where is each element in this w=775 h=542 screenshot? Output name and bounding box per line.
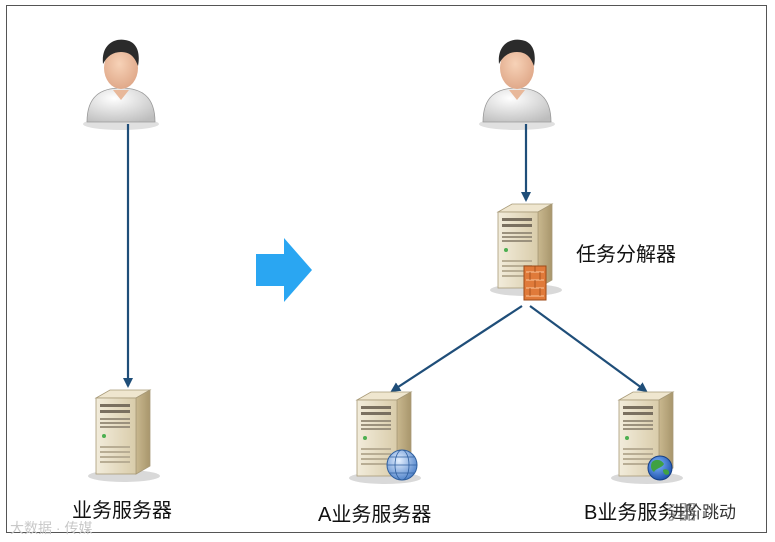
- user-icon-right: [478, 39, 556, 131]
- server-icon-left: [87, 389, 161, 483]
- arrow-decomposer-to-b: [529, 305, 648, 393]
- globe-icon-b: [647, 455, 673, 481]
- globe-icon-a: [386, 449, 418, 481]
- firewall-icon: [523, 265, 547, 301]
- transition-arrow: [256, 238, 312, 302]
- decomposer-label: 任务分解器: [576, 244, 676, 266]
- watermark-right: 进阶跳动: [668, 498, 736, 523]
- user-icon-left: [82, 39, 160, 131]
- server-a-label: A业务服务器: [318, 504, 432, 526]
- watermark-left: 大数据 · 传媒: [10, 520, 93, 536]
- left-server-label: 业务服务器: [72, 500, 172, 522]
- diagram-frame: [6, 5, 767, 533]
- arrow-decomposer-to-a: [390, 305, 523, 393]
